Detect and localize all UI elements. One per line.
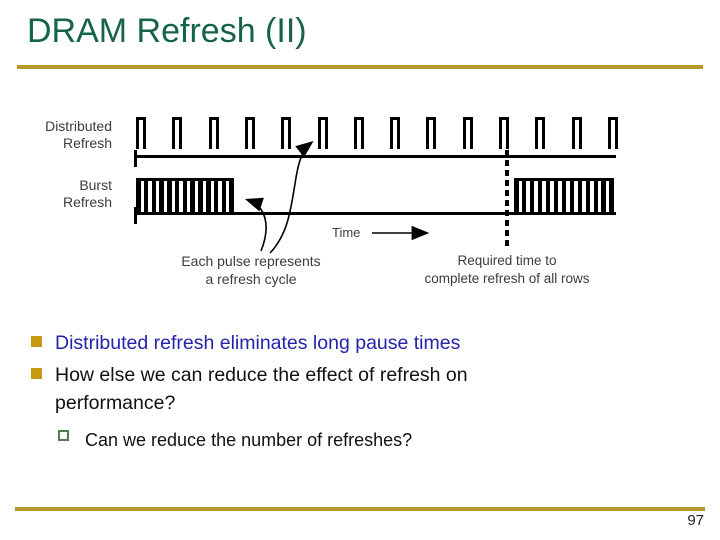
refresh-pulse-icon: [281, 117, 292, 149]
refresh-pulse-icon: [136, 117, 146, 149]
refresh-pulse-icon: [244, 117, 255, 149]
timeline-start-tick-2: [134, 207, 137, 224]
refresh-pulse-icon: [462, 117, 473, 149]
footer-divider: [15, 507, 705, 511]
pulse-caption: Each pulse represents a refresh cycle: [181, 253, 321, 287]
required-time-marker-line: [505, 150, 509, 248]
refresh-pulse-icon: [317, 117, 328, 149]
bullet-square-icon: [31, 336, 42, 347]
burst-refresh-label: Burst Refresh: [62, 177, 112, 210]
refresh-pulse-icon: [353, 117, 364, 149]
refresh-pulse-icon: [208, 117, 219, 149]
distributed-refresh-label: Distributed Refresh: [45, 118, 112, 151]
time-axis-label: Time: [332, 225, 361, 240]
refresh-pulse-icon: [426, 117, 437, 149]
refresh-pulse-icon: [607, 117, 618, 149]
bullet-square-icon: [31, 368, 42, 379]
refresh-pulse-icon: [535, 117, 546, 149]
burst-cluster-2: [514, 178, 614, 212]
page-title: DRAM Refresh (II): [27, 12, 307, 50]
bullet-item-1: Distributed refresh eliminates long paus…: [55, 332, 461, 354]
title-divider: [17, 65, 703, 69]
curved-arrow-to-burst-cluster: [244, 197, 267, 252]
distributed-timeline: [134, 154, 616, 158]
sub-bullet-square-icon: [58, 430, 69, 441]
required-time-caption: Required time to complete refresh of all…: [424, 253, 590, 286]
curved-arrow-to-distributed-pulse: [269, 141, 314, 254]
refresh-pulse-icon: [571, 117, 582, 149]
bullet-item-2: How else we can reduce the effect of ref…: [55, 364, 468, 414]
refresh-pulse-icon: [499, 117, 509, 149]
burst-timeline: [134, 212, 616, 215]
sub-bullet-item: Can we reduce the number of refreshes?: [85, 430, 413, 450]
page-number: 97: [687, 512, 704, 529]
refresh-pulse-icon: [172, 117, 183, 149]
timeline-start-tick: [134, 150, 137, 167]
refresh-pulse-icon: [390, 117, 401, 149]
distributed-pulses: [136, 117, 626, 150]
burst-cluster-1: [136, 178, 234, 212]
